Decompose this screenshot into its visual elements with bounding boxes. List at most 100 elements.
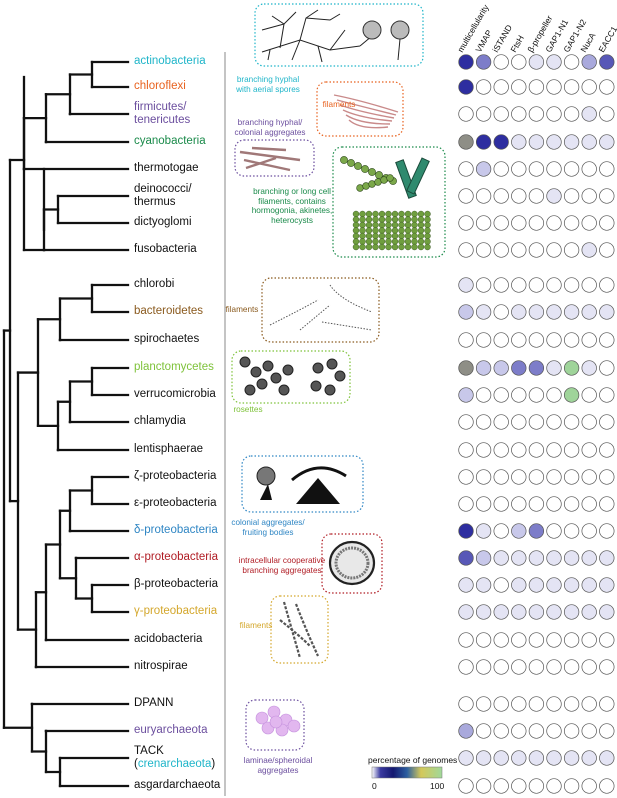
heatmap-cell — [599, 414, 615, 430]
heatmap-cell — [511, 696, 527, 712]
heatmap-cell — [475, 161, 492, 177]
heatmap-cell — [599, 79, 615, 95]
heatmap-cell — [511, 161, 527, 177]
aggregate-cell — [269, 715, 283, 729]
heatmap-cell — [563, 134, 580, 150]
heatmap-cell — [599, 604, 615, 620]
annotation-chloroflexi: filaments — [323, 100, 356, 110]
cell — [256, 378, 268, 390]
heatmap-cell — [563, 79, 580, 95]
heatmap-cell — [475, 750, 492, 766]
heatmap-cell — [546, 632, 562, 648]
annotation-cyanobacteria-line: hormogonia, akinetes, — [251, 206, 333, 215]
filament — [339, 104, 395, 119]
taxon-label-line: δ-proteobacteria — [134, 524, 218, 536]
heatmap-cell — [458, 778, 474, 794]
cell — [310, 380, 322, 392]
annotation-cyanobacteria-line: filaments, contains — [258, 196, 326, 206]
heatmap-cell — [546, 304, 562, 320]
heatmap-cell — [458, 604, 474, 620]
cell — [347, 159, 355, 167]
hypha — [261, 23, 285, 31]
heatmap-cell — [563, 332, 580, 348]
heatmap-cell — [599, 242, 615, 258]
heatmap-cell — [528, 54, 545, 70]
box-alpha — [321, 533, 383, 594]
filament — [299, 304, 331, 331]
taxon-label: β-proteobacteria — [134, 578, 218, 591]
filament — [243, 158, 291, 172]
heatmap-cell — [563, 778, 580, 794]
heatmap-cell — [563, 277, 580, 293]
heatmap-cell — [458, 79, 474, 95]
heatmap-cell — [458, 387, 474, 403]
heatmap-cell — [475, 496, 492, 512]
filament — [342, 109, 393, 122]
heatmap-cell — [563, 188, 580, 204]
heatmap-cell — [511, 134, 527, 150]
heatmap-cell — [563, 304, 580, 320]
heatmap-cell — [458, 304, 474, 320]
heatmap-cell — [546, 106, 562, 122]
heatmap-cell — [581, 161, 597, 177]
heatmap-cell — [458, 469, 474, 485]
heatmap-cell — [475, 106, 492, 122]
annotation-euryarchaeota-line: laminae/spheroidal — [243, 756, 313, 765]
heatmap-cell — [511, 604, 527, 620]
heatmap-cell — [581, 304, 597, 320]
heatmap-cell — [511, 750, 527, 766]
heatmap-cell — [581, 577, 597, 593]
taxon-label-line: bacteroidetes — [134, 305, 204, 317]
taxon-label: euryarchaeota — [134, 724, 208, 737]
legend-min: 0 — [372, 781, 377, 791]
heatmap-cell — [511, 659, 527, 675]
heatmap-cell — [546, 387, 562, 403]
heatmap-cell — [546, 550, 562, 566]
taxon-label-line: spirochaetes — [134, 333, 200, 345]
taxon-label: δ-proteobacteria — [134, 524, 218, 537]
heatmap-cell — [511, 277, 527, 293]
heatmap-cell — [475, 442, 492, 458]
rosette-illustration — [239, 356, 346, 396]
cell — [424, 243, 431, 251]
heatmap-cell — [581, 414, 597, 430]
heatmap-cell — [458, 106, 474, 122]
filament — [239, 150, 301, 162]
heatmap-cell — [493, 360, 509, 376]
taxon-label: γ-proteobacteria — [134, 605, 217, 618]
cell — [340, 156, 348, 164]
heatmap-cell — [599, 304, 615, 320]
heatmap-cell — [511, 442, 527, 458]
heatmap-cell — [581, 215, 597, 231]
heatmap-cell — [493, 469, 509, 485]
taxon-label: α-proteobacteria — [134, 551, 218, 564]
heatmap-cell — [458, 54, 474, 70]
heatmap-cell — [493, 277, 509, 293]
heatmap-cell — [599, 215, 615, 231]
heatmap-cell — [563, 523, 580, 539]
fruiting-body — [260, 484, 272, 500]
heatmap-cell — [475, 723, 492, 739]
heatmap-cell — [581, 632, 597, 648]
heatmap-cell — [511, 332, 527, 348]
heatmap-cell — [528, 242, 545, 258]
annotation-alpha-line: branching aggregates — [242, 565, 322, 575]
heatmap-cell — [581, 360, 597, 376]
cell — [372, 243, 379, 251]
aggregate — [334, 546, 370, 580]
heatmap-cell — [493, 750, 509, 766]
taxon-label: fusobacteria — [134, 243, 197, 256]
heatmap-cell — [511, 304, 527, 320]
annotation-cyanobacteria-line: heterocysts — [271, 215, 313, 225]
taxon-label: verrucomicrobia — [134, 388, 216, 401]
taxon-label: asgardarchaeota — [134, 779, 220, 792]
heatmap-cell — [458, 523, 474, 539]
taxon-label-line: euryarchaeota — [134, 724, 208, 736]
taxon-label: chloroflexi — [134, 80, 186, 93]
annotation-chloroflexi-line: filaments — [322, 100, 356, 109]
cell — [326, 358, 338, 370]
